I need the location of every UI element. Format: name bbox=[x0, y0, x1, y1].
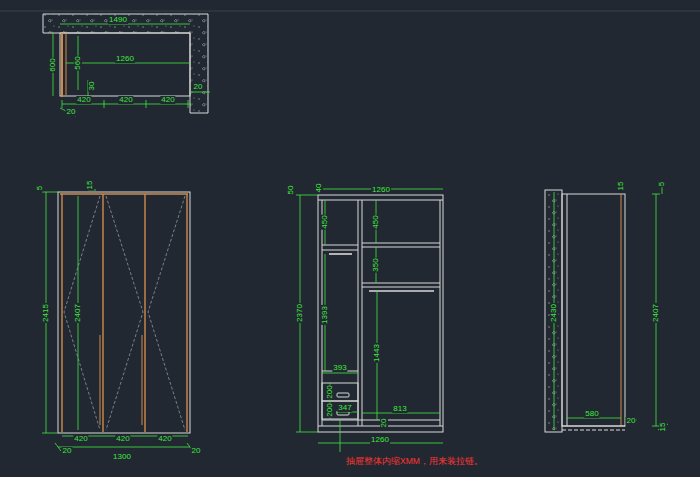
dimension-label: 420 bbox=[160, 96, 175, 104]
dimension-label: 1393 bbox=[321, 305, 329, 325]
dimension-label: 450 bbox=[321, 214, 329, 229]
dimension-label: 420 bbox=[118, 96, 133, 104]
dimension-label: 420 bbox=[157, 435, 172, 443]
dimension-label: 20 bbox=[193, 83, 204, 91]
dimension-label: 813 bbox=[392, 405, 407, 413]
dimension-label: 50 bbox=[287, 185, 295, 196]
dimension-label: 200 bbox=[326, 402, 334, 417]
dimension-label: 420 bbox=[76, 96, 91, 104]
dimension-label: 1490 bbox=[108, 16, 128, 24]
dimension-label: 30 bbox=[88, 81, 96, 92]
dimension-label: 2407 bbox=[652, 303, 660, 323]
dimension-label: 40 bbox=[315, 183, 323, 194]
dimension-label: 420 bbox=[115, 435, 130, 443]
dimension-label: 5 bbox=[36, 185, 44, 191]
dimension-label: 600 bbox=[49, 57, 57, 72]
dimension-label: 560 bbox=[74, 55, 82, 70]
dimension-label: 20 bbox=[380, 418, 388, 429]
dimension-label: 450 bbox=[372, 214, 380, 229]
dimension-label: 20 bbox=[62, 447, 73, 455]
dimension-label: 2407 bbox=[74, 303, 82, 323]
dimension-label: 200 bbox=[326, 384, 334, 399]
dimension-label: 15 bbox=[86, 180, 94, 191]
dimension-label: 580 bbox=[584, 410, 599, 418]
dimension-label: 420 bbox=[73, 435, 88, 443]
dimension-label: 1260 bbox=[371, 186, 391, 194]
dimension-label: 350 bbox=[372, 257, 380, 272]
dimension-label: 2430 bbox=[550, 303, 558, 323]
dimension-label: 20 bbox=[66, 108, 77, 116]
dimension-label: 347 bbox=[337, 404, 352, 412]
dimension-label: 15 bbox=[617, 181, 625, 192]
dimension-label: 20 bbox=[191, 447, 202, 455]
dimension-label: 5 bbox=[658, 181, 666, 187]
dimension-label: 20 bbox=[626, 417, 637, 425]
dimension-label: 1260 bbox=[370, 436, 390, 444]
dimension-label: 1443 bbox=[373, 343, 381, 363]
dimension-label: 1300 bbox=[112, 453, 132, 461]
dimension-label: 393 bbox=[332, 364, 347, 372]
note-text: 抽屉整体内缩XMM，用来装拉链。 bbox=[345, 457, 484, 466]
dimension-label: 15 bbox=[659, 422, 667, 433]
dimension-label: 2370 bbox=[296, 303, 304, 323]
interior-elevation bbox=[296, 189, 443, 452]
dimension-label: 2415 bbox=[42, 303, 50, 323]
dimension-label: 1260 bbox=[115, 55, 135, 63]
side-elevation bbox=[545, 182, 668, 432]
front-elevation bbox=[42, 190, 193, 451]
plan-view bbox=[43, 14, 210, 116]
